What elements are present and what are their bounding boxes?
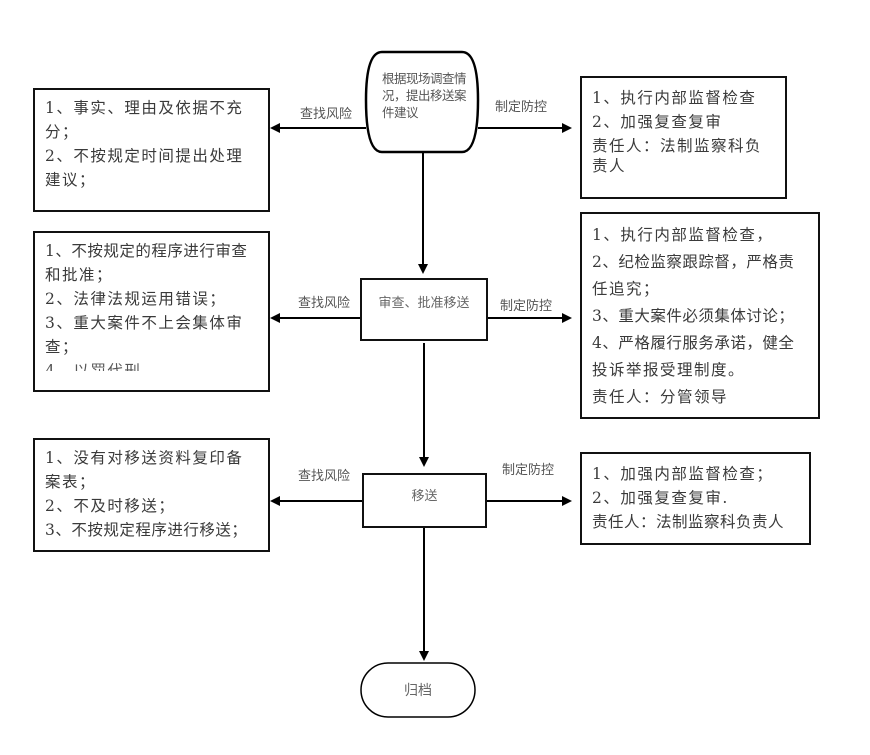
risk-item: 1、没有对移送资料复印备 xyxy=(45,449,244,467)
start-terminal-text: 根据现场调查情况，提出移送案件建议 xyxy=(382,71,467,120)
process-review-approve-text: 审查、批准移送 xyxy=(378,296,470,311)
risk-item: 1、不按规定的程序进行审查 xyxy=(45,242,248,260)
risk-box-1: 1、事实、理由及依据不充 分； 2、不按规定时间提出处理 建议； xyxy=(33,88,270,212)
control-label-3: 制定防控 xyxy=(502,463,555,478)
control-item: 责任人：法制监察科负责人 xyxy=(592,513,785,531)
control-item: 1、执行内部监督检查 xyxy=(592,89,757,107)
start-terminal: 根据现场调查情况，提出移送案件建议 xyxy=(382,70,467,121)
risk-item: 2、不按规定时间提出处理 xyxy=(45,147,244,165)
risk-item: 案表； xyxy=(45,473,97,491)
risk-item: 分； xyxy=(45,123,80,141)
control-item: 责人 xyxy=(592,157,627,175)
process-review-approve: 审查、批准移送 xyxy=(360,278,488,341)
control-label-2: 制定防控 xyxy=(500,299,553,314)
control-item: 4、严格履行服务承诺，健全 xyxy=(592,334,795,352)
control-item: 2、纪检监察跟踪督，严格责 xyxy=(592,253,795,271)
end-terminal-text: 归档 xyxy=(404,683,432,699)
control-item: 任追究； xyxy=(592,280,661,298)
control-item: 责任人：分管领导 xyxy=(592,388,729,406)
risk-item: 2、法律法规运用错误； xyxy=(45,290,227,308)
risk-label-1: 查找风险 xyxy=(300,107,353,122)
risk-item: 3、重大案件不上会集体审 xyxy=(45,314,244,332)
control-box-3: 1、加强内部监督检查； 2、加强复查复审. 责任人：法制监察科负责人 xyxy=(580,452,811,545)
risk-box-2: 1、不按规定的程序进行审查 和批准； 2、法律法规运用错误； 3、重大案件不上会… xyxy=(33,231,270,392)
risk-item: 4、以罚代刑。 xyxy=(45,362,159,371)
control-box-2: 1、执行内部监督检查， 2、纪检监察跟踪督，严格责 任追究； 3、重大案件必须集… xyxy=(580,212,820,419)
control-label-1: 制定防控 xyxy=(495,100,548,115)
control-item: 责任人：法制监察科负 xyxy=(592,137,763,155)
risk-label-2: 查找风险 xyxy=(298,296,351,311)
risk-label-3: 查找风险 xyxy=(298,469,351,484)
process-transfer-text: 移送 xyxy=(411,489,438,504)
risk-item: 和批准； xyxy=(45,266,114,284)
risk-item: 建议； xyxy=(45,171,97,189)
control-item: 3、重大案件必须集体讨论； xyxy=(592,307,795,325)
end-terminal: 归档 xyxy=(361,680,475,700)
control-item: 1、执行内部监督检查， xyxy=(592,226,774,244)
risk-item: 3、不按规定程序进行移送； xyxy=(45,521,248,539)
process-transfer: 移送 xyxy=(362,473,487,528)
control-item: 2、加强复查复审. xyxy=(592,489,729,507)
control-item: 1、加强内部监督检查； xyxy=(592,465,774,483)
risk-item: 2、不及时移送； xyxy=(45,497,176,515)
start-terminal-shape xyxy=(364,50,480,154)
risk-item: 1、事实、理由及依据不充 xyxy=(45,99,244,117)
risk-box-3: 1、没有对移送资料复印备 案表； 2、不及时移送； 3、不按规定程序进行移送； xyxy=(33,438,270,552)
end-terminal-shape xyxy=(360,662,476,718)
control-item: 2、加强复查复审 xyxy=(592,113,723,131)
control-item: 投诉举报受理制度。 xyxy=(592,361,746,379)
control-box-1: 1、执行内部监督检查 2、加强复查复审 责任人：法制监察科负 责人 xyxy=(580,76,787,199)
risk-item: 查； xyxy=(45,338,80,356)
